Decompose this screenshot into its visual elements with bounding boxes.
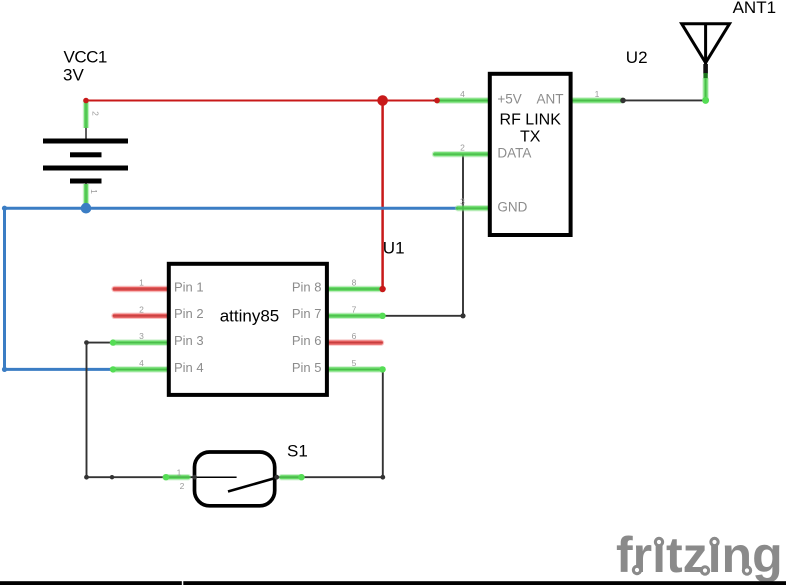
- svg-text:ANT: ANT: [537, 92, 564, 107]
- svg-text:Pin 4: Pin 4: [174, 360, 204, 375]
- svg-text:+5V: +5V: [497, 92, 521, 107]
- svg-text:5: 5: [352, 358, 357, 368]
- svg-text:attiny85: attiny85: [220, 306, 280, 325]
- svg-text:4: 4: [139, 358, 144, 368]
- svg-text:frıtzıng: frıtzıng: [616, 527, 783, 583]
- svg-text:Pin 3: Pin 3: [174, 333, 204, 348]
- svg-text:Pin 1: Pin 1: [174, 279, 204, 294]
- svg-text:3: 3: [460, 197, 465, 207]
- svg-text:3V: 3V: [63, 66, 84, 85]
- svg-text:2: 2: [90, 111, 100, 116]
- svg-text:TX: TX: [520, 129, 541, 146]
- svg-text:S1: S1: [287, 441, 308, 460]
- svg-text:GND: GND: [497, 199, 527, 214]
- svg-text:2: 2: [460, 143, 465, 153]
- svg-text:ANT1: ANT1: [733, 0, 776, 17]
- svg-text:DATA: DATA: [497, 145, 531, 160]
- svg-text:RF LINK: RF LINK: [500, 112, 562, 129]
- svg-text:2: 2: [180, 481, 185, 491]
- svg-text:Pin 7: Pin 7: [292, 306, 322, 321]
- svg-text:Pin 8: Pin 8: [292, 279, 322, 294]
- svg-text:Pin 5: Pin 5: [292, 360, 322, 375]
- svg-text:VCC1: VCC1: [64, 48, 107, 67]
- svg-text:7: 7: [352, 304, 357, 314]
- svg-text:6: 6: [352, 331, 357, 341]
- svg-text:U1: U1: [383, 239, 405, 258]
- svg-text:3: 3: [139, 331, 144, 341]
- svg-text:4: 4: [460, 89, 465, 99]
- svg-text:1: 1: [595, 89, 600, 99]
- svg-text:1: 1: [139, 278, 144, 288]
- svg-text:U2: U2: [626, 48, 648, 67]
- svg-text:8: 8: [352, 278, 357, 288]
- svg-text:2: 2: [139, 304, 144, 314]
- svg-text:1: 1: [177, 468, 182, 478]
- svg-text:1: 1: [89, 189, 99, 194]
- svg-text:Pin 6: Pin 6: [292, 333, 322, 348]
- svg-text:Pin 2: Pin 2: [174, 306, 204, 321]
